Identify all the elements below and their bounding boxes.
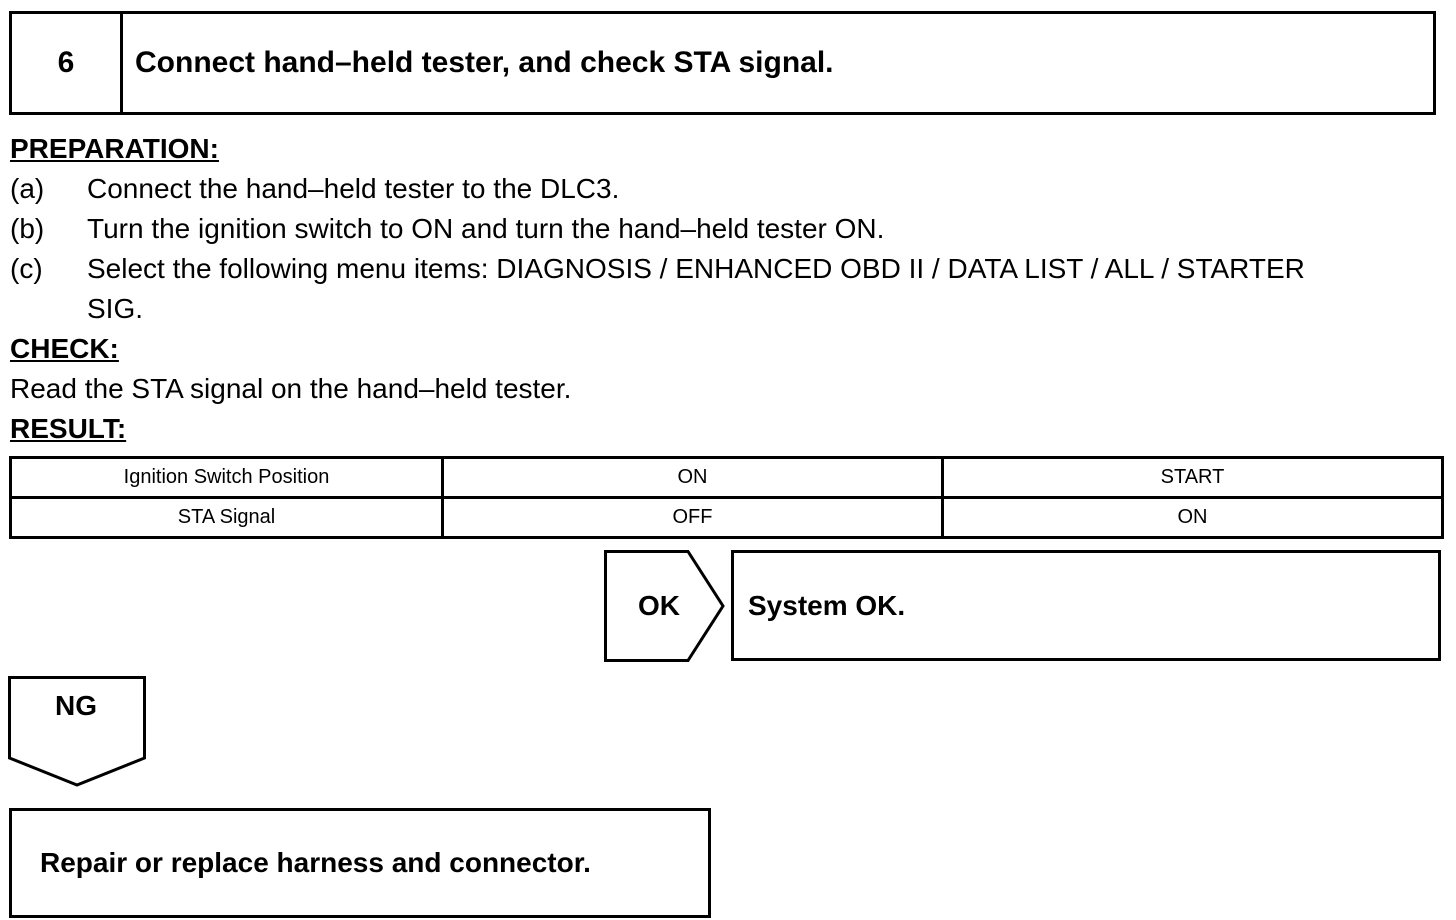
preparation-item-c-text-continued: SIG. <box>87 293 144 324</box>
table-cell: Ignition Switch Position <box>9 456 444 499</box>
ok-arrow-tag <box>604 550 725 662</box>
ng-arrow-tag <box>8 676 146 787</box>
step-number: 6 <box>12 14 123 112</box>
table-cell: ON <box>441 456 944 499</box>
check-text: Read the STA signal on the hand–held tes… <box>10 373 572 404</box>
ok-result-box: System OK. <box>731 550 1441 661</box>
preparation-item-c-label: (c) <box>10 253 43 284</box>
preparation-item-a-label: (a) <box>10 173 45 204</box>
table-cell: START <box>941 456 1444 499</box>
result-heading: RESULT: <box>10 413 127 444</box>
preparation-item-b-label: (b) <box>10 213 45 244</box>
step-header: 6 Connect hand–held tester, and check ST… <box>9 11 1436 115</box>
ok-label: OK <box>638 590 680 621</box>
preparation-item-a-text: Connect the hand–held tester to the DLC3… <box>87 173 620 204</box>
preparation-item-c-text: Select the following menu items: DIAGNOS… <box>87 253 1305 284</box>
ng-result-box: Repair or replace harness and connector. <box>9 808 711 918</box>
result-table: Ignition Switch Position ON START STA Si… <box>9 456 1444 539</box>
table-cell: OFF <box>441 496 944 539</box>
step-title: Connect hand–held tester, and check STA … <box>135 46 834 79</box>
preparation-heading: PREPARATION: <box>10 133 219 164</box>
table-cell: ON <box>941 496 1444 539</box>
preparation-item-b-text: Turn the ignition switch to ON and turn … <box>87 213 885 244</box>
check-heading: CHECK: <box>10 333 119 364</box>
ng-label: NG <box>55 690 97 721</box>
table-cell: STA Signal <box>9 496 444 539</box>
table-row: Ignition Switch Position ON START <box>9 456 1444 499</box>
table-row: STA Signal OFF ON <box>9 496 1444 539</box>
